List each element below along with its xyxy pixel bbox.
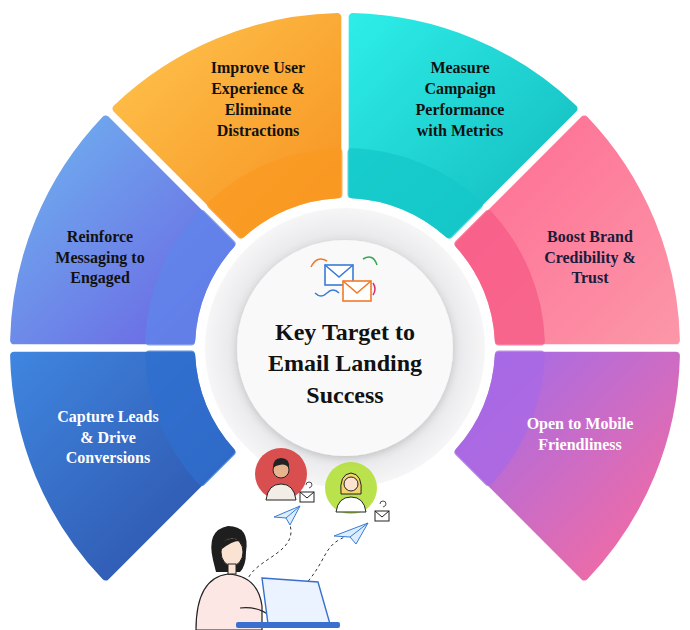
segment-improve: Improve User Experience & Eliminate Dist… [106, 11, 347, 244]
segment-inner-band [454, 210, 544, 345]
segment-label: Boost Brand Credibility & Trust [531, 227, 649, 289]
envelope-icon [300, 482, 389, 521]
center-ring [205, 208, 485, 488]
segment-boost: Boost Brand Credibility & Trust [449, 109, 682, 350]
person-illustration [196, 526, 340, 630]
hub-circle [235, 238, 455, 458]
segment-label: Measure Campaign Performance with Metric… [399, 58, 521, 141]
segment-inner-band [145, 210, 235, 345]
segment-capture: Capture Leads & Drive Conversions [8, 346, 241, 587]
segment-label: Open to Mobile Friendliness [521, 414, 639, 456]
segment-shape [8, 346, 241, 587]
segment-label: Reinforce Messaging to Engaged [41, 227, 159, 289]
paper-plane [274, 506, 368, 544]
segment-inner-band [348, 148, 483, 238]
segment-inner-band [207, 148, 342, 238]
hub-title: Key Target to Email Landing Success [250, 317, 440, 411]
segment-open: Open to Mobile Friendliness [449, 346, 682, 587]
segment-label: Capture Leads & Drive Conversions [49, 407, 167, 469]
email-icon [311, 257, 377, 301]
avatar-red [255, 448, 307, 500]
center-hub: Key Target to Email Landing Success [235, 238, 455, 458]
segment-label: Improve User Experience & Eliminate Dist… [197, 58, 319, 141]
avatar-green [325, 462, 377, 514]
segment-shape [449, 346, 682, 587]
hub-disc [237, 240, 453, 456]
